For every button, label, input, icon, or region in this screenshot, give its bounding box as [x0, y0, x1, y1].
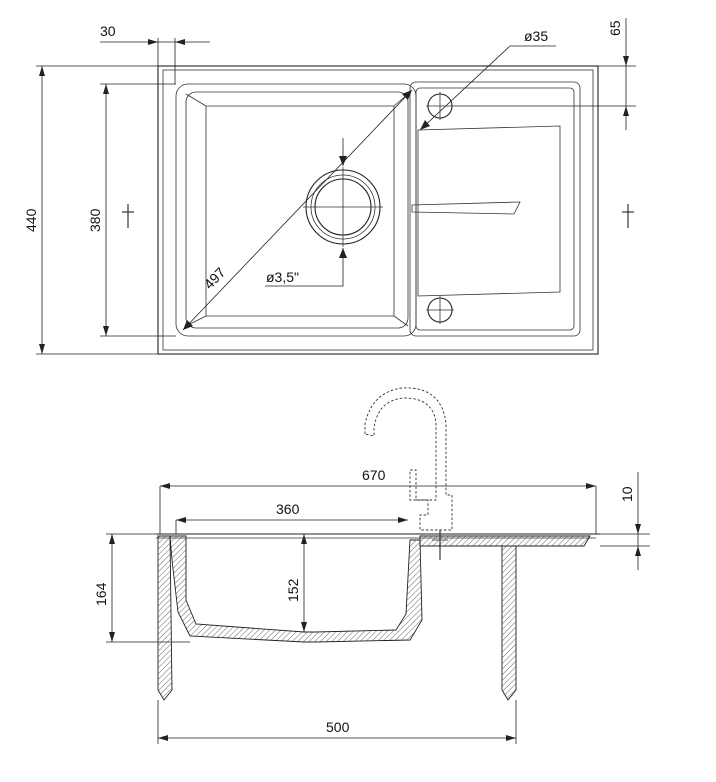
sink-outline — [157, 65, 599, 355]
dim-label-overall-width: 670 — [362, 467, 386, 483]
bowl-section — [169, 535, 423, 643]
dim-label-thickness: 10 — [619, 486, 635, 502]
dim-label-edge-offset: 65 — [607, 20, 623, 36]
drainer-outline — [409, 81, 581, 337]
cabinet-wall-left — [157, 535, 173, 701]
section-marker-right — [622, 204, 634, 228]
bowl-floor — [205, 105, 395, 317]
dim-label-drain-diameter: ø35 — [524, 28, 548, 44]
cabinet-wall-right — [501, 545, 517, 701]
faucet-outline — [364, 387, 453, 531]
bowl-outer — [175, 83, 417, 337]
dim-label-drain-size: ø3,5" — [266, 269, 299, 285]
drainer-groove — [417, 125, 561, 297]
section-marker-left — [122, 204, 134, 228]
dim-label-bowl-width: 360 — [276, 501, 300, 517]
overflow-hole-icon — [426, 296, 454, 324]
dim-label-total-height: 164 — [93, 582, 109, 606]
top-view: 30 ø35 65 440 380 497 ø3,5" — [23, 18, 636, 355]
side-view: 670 360 10 164 152 500 — [93, 387, 650, 744]
dim-label-overall-depth: 440 — [23, 208, 39, 232]
dim-label-bowl-height: 152 — [285, 578, 301, 602]
bowl-inner — [185, 91, 409, 329]
drain-icon — [303, 167, 383, 247]
dim-label-cabinet-width: 500 — [326, 719, 350, 735]
sink-inner-rim — [162, 69, 594, 351]
dim-label-bowl-depth: 380 — [87, 208, 103, 232]
drainer-section — [419, 535, 591, 547]
drainer-spout — [411, 201, 521, 215]
dim-label-diagonal: 497 — [201, 264, 229, 292]
dim-label-overhang: 30 — [100, 23, 116, 39]
tap-hole-icon — [426, 92, 454, 120]
